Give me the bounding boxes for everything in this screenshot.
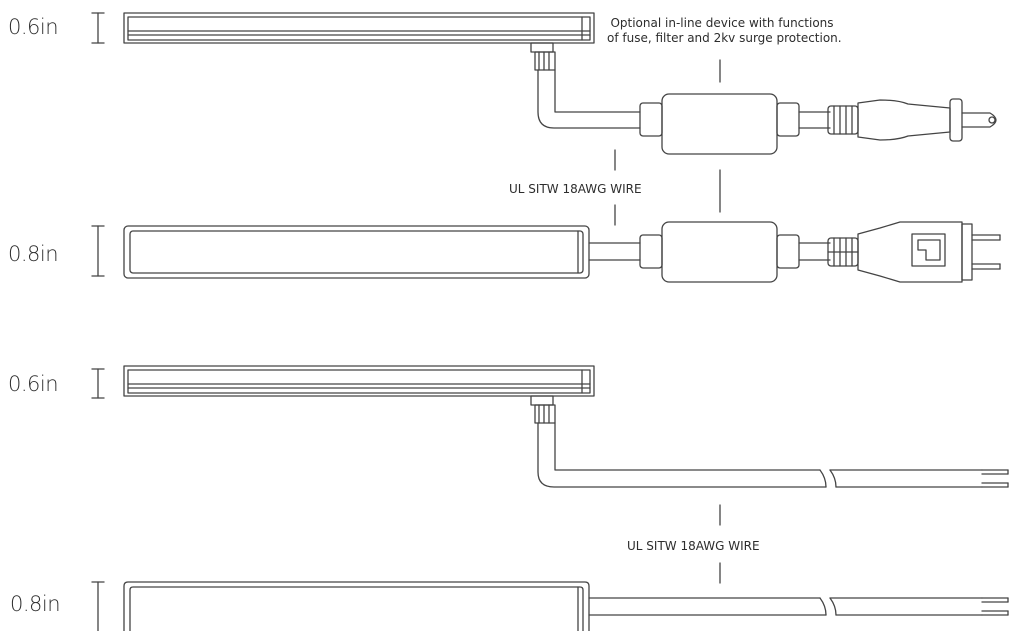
light-bar-slim-top bbox=[124, 13, 594, 43]
height-label-0-8in-top: 0.8in bbox=[8, 242, 59, 266]
dimension-bracket-top-2 bbox=[92, 226, 104, 276]
power-cord-top bbox=[538, 70, 640, 128]
power-cord-wide-top bbox=[589, 243, 640, 260]
inline-device-note: Optional in-line device with functions o… bbox=[607, 16, 842, 46]
bare-wire-cord-bottom-1 bbox=[538, 423, 1008, 487]
dimension-bracket-bottom-2 bbox=[92, 582, 104, 631]
height-label-0-8in-bottom: 0.8in bbox=[10, 592, 61, 616]
wire-label-bottom: UL SITW 18AWG WIRE bbox=[627, 539, 760, 553]
height-label-0-6in-bottom: 0.6in bbox=[8, 372, 59, 396]
height-label-0-6in-top: 0.6in bbox=[8, 15, 59, 39]
cord-connector-bottom bbox=[531, 396, 555, 423]
inline-device-1 bbox=[640, 94, 830, 154]
wire-label-top: UL SITW 18AWG WIRE bbox=[509, 182, 642, 196]
light-bar-slim-bottom bbox=[124, 366, 594, 396]
cord-connector-top bbox=[531, 43, 555, 70]
bare-wire-cord-bottom-2 bbox=[589, 598, 1008, 615]
inline-device-2 bbox=[640, 222, 830, 282]
dimension-bracket-top-1 bbox=[92, 13, 104, 43]
plug-side-view bbox=[828, 99, 996, 141]
inline-device-note-line2: of fuse, filter and 2kv surge protection… bbox=[607, 31, 842, 45]
light-bar-wide-top bbox=[124, 226, 589, 278]
plug-top-view bbox=[828, 222, 1000, 282]
light-bar-wide-bottom bbox=[124, 582, 589, 631]
dimension-bracket-bottom-1 bbox=[92, 369, 104, 398]
inline-device-note-line1: Optional in-line device with functions bbox=[610, 16, 834, 30]
